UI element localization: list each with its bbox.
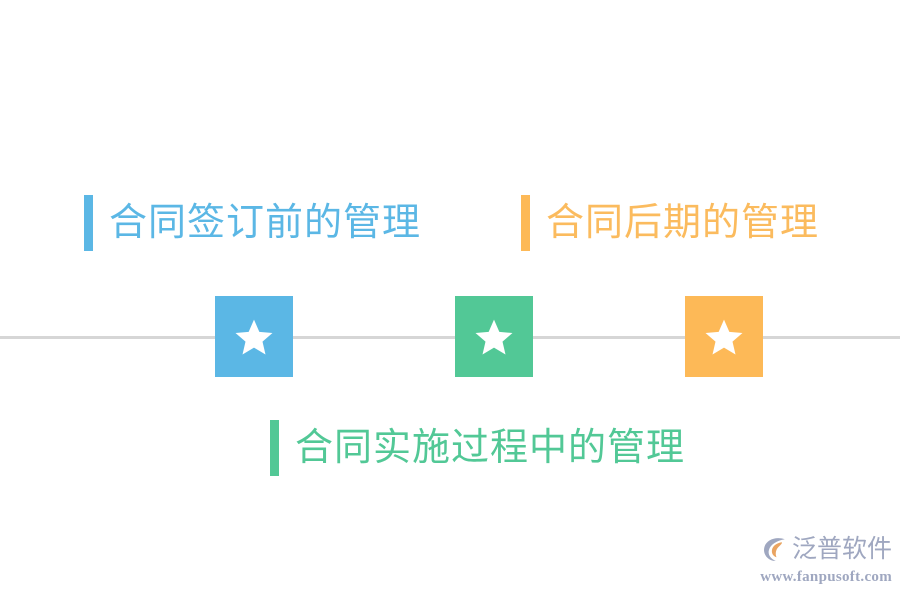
star-icon — [705, 319, 743, 354]
fanpu-circle-logo-icon — [764, 538, 785, 561]
phase-label-post-contract: 合同后期的管理 — [521, 195, 819, 251]
star-icon — [235, 319, 273, 354]
star-icon — [475, 319, 513, 354]
watermark-brand-text: 泛普软件 — [791, 534, 892, 563]
milestone-pre-signing — [215, 296, 293, 377]
phase-label-post-contract-text: 合同后期的管理 — [546, 202, 820, 244]
phase-label-implementation: 合同实施过程中的管理 — [270, 420, 685, 476]
watermark-brand-row: 泛普软件 — [752, 530, 892, 568]
milestone-implementation — [455, 296, 533, 377]
accent-bar-green — [270, 420, 279, 476]
timeline-axis — [0, 336, 900, 339]
watermark: 泛普软件 www.fanpusoft.com — [752, 530, 892, 592]
phase-label-implementation-text: 合同实施过程中的管理 — [295, 427, 686, 469]
milestone-post-contract — [685, 296, 763, 377]
watermark-url-text: www.fanpusoft.com — [760, 569, 892, 585]
phase-label-pre-signing: 合同签订前的管理 — [84, 195, 421, 251]
accent-bar-blue — [84, 195, 93, 251]
accent-bar-orange — [521, 195, 530, 251]
phase-label-pre-signing-text: 合同签订前的管理 — [109, 202, 422, 244]
